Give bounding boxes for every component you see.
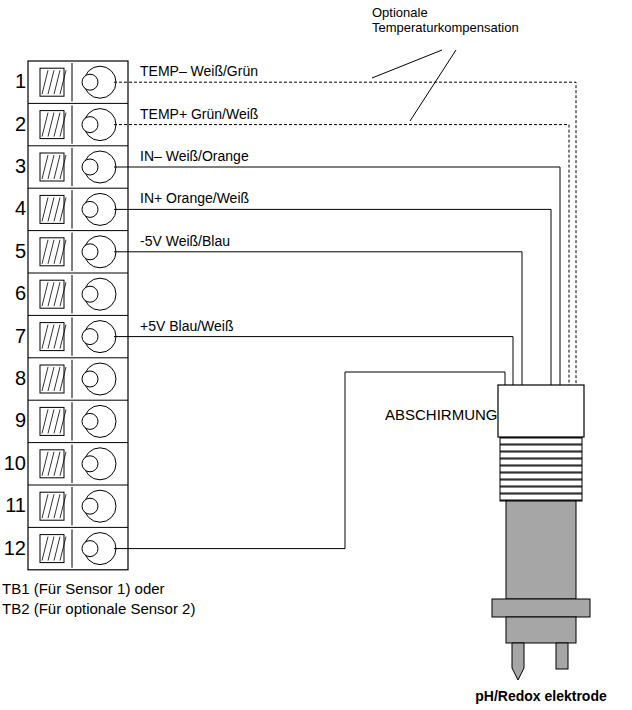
terminal-number: 2 — [2, 113, 26, 136]
signal-label: TEMP– Weiß/Grün — [140, 63, 258, 79]
terminal-number: 8 — [2, 367, 26, 390]
terminal-number: 5 — [2, 240, 26, 263]
terminal-block-label: TB2 (Für optionale Sensor 2) — [2, 600, 195, 617]
signal-label: TEMP+ Grün/Weiß — [140, 106, 258, 122]
terminal-number: 1 — [2, 70, 26, 93]
terminal-number: 12 — [2, 537, 26, 560]
leader-lines — [372, 50, 456, 121]
signal-label: +5V Blau/Weiß — [140, 318, 234, 334]
terminal-number: 3 — [2, 155, 26, 178]
terminal-number: 9 — [2, 409, 26, 432]
signal-label: IN+ Orange/Weiß — [140, 190, 249, 206]
terminal-number: 6 — [2, 282, 26, 305]
signal-label: -5V Weiß/Blau — [140, 233, 230, 249]
terminal-number: 4 — [2, 197, 26, 220]
terminal-number: 11 — [2, 494, 26, 517]
terminal-number: 10 — [2, 452, 26, 475]
terminal-block — [28, 61, 128, 570]
signal-label: IN– Weiß/Orange — [140, 148, 249, 164]
note-label: Optionale Temperaturkompensation — [372, 6, 532, 36]
shield-label: ABSCHIRMUNG — [385, 406, 498, 423]
terminal-number: 7 — [2, 325, 26, 348]
terminal-block-label: TB1 (Für Sensor 1) oder — [2, 580, 165, 597]
electrode-label: pH/Redox elektrode — [475, 688, 606, 704]
electrode-symbol — [492, 385, 590, 680]
